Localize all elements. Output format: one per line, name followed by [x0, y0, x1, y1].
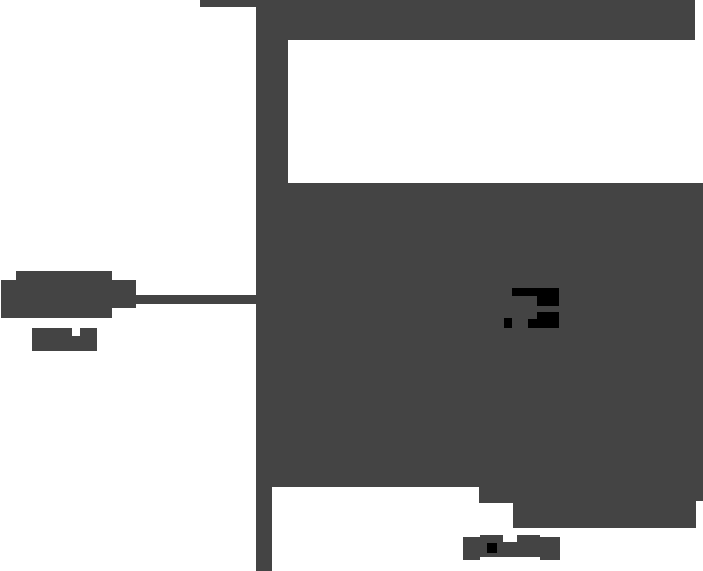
redacted-footer-far-right: [540, 537, 560, 560]
main-content-panel: [256, 183, 703, 487]
pixel-mark-icon: [537, 312, 559, 328]
main-panel-right-sliver: [696, 487, 703, 501]
logo-connector-arm: [136, 295, 256, 304]
redacted-tagline-left: [32, 328, 72, 351]
redacted-tagline-right: [80, 328, 97, 351]
top-toolbar-band: [288, 0, 695, 40]
redacted-logo-row-mid: [1, 280, 136, 308]
redacted-footer-left: [463, 537, 480, 560]
sidebar-strip-upper: [256, 0, 288, 184]
redacted-logo-row-bottom: [1, 308, 112, 318]
main-panel-bottom-step-2: [513, 487, 696, 528]
pixel-mark-icon: [537, 288, 559, 306]
pixel-mark-icon: [528, 319, 537, 328]
redacted-footer-right: [517, 535, 540, 557]
top-edge-tab: [200, 0, 257, 7]
redacted-tagline-bridge: [72, 336, 80, 351]
redacted-footer-mid-low: [503, 542, 517, 557]
main-panel-bottom-step-1: [479, 487, 513, 503]
pixel-mark-icon: [512, 288, 559, 296]
pixel-mark-icon: [504, 318, 512, 328]
footer-black-square-icon: [487, 543, 497, 553]
redacted-logo-row-top: [16, 271, 112, 280]
